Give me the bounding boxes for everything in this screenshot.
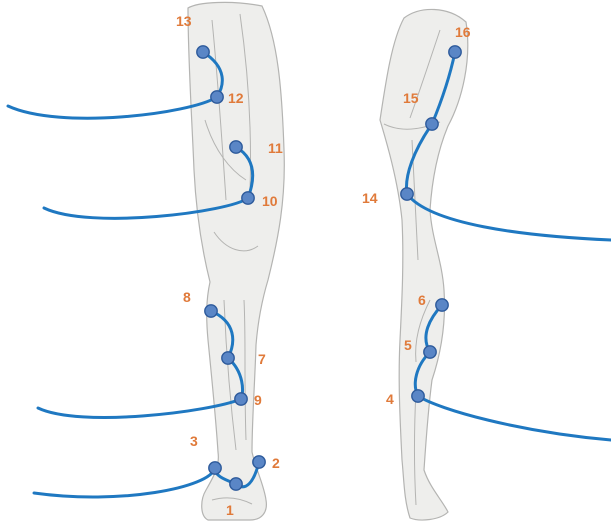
point-label-5: 5 bbox=[404, 337, 412, 353]
point-label-3: 3 bbox=[190, 433, 198, 449]
electrode-node-10 bbox=[242, 192, 254, 204]
point-label-2: 2 bbox=[272, 455, 280, 471]
electrode-node-3 bbox=[209, 462, 221, 474]
electrode-node-7 bbox=[222, 352, 234, 364]
electrode-node-16 bbox=[449, 46, 461, 58]
electrode-node-8 bbox=[205, 305, 217, 317]
electrode-node-14 bbox=[401, 188, 413, 200]
lead-wire-4-6 bbox=[415, 305, 611, 440]
point-label-14: 14 bbox=[362, 190, 378, 206]
point-label-15: 15 bbox=[403, 90, 419, 106]
front-leg-illustration bbox=[188, 2, 284, 520]
point-label-7: 7 bbox=[258, 351, 266, 367]
electrode-node-4 bbox=[412, 390, 424, 402]
point-label-6: 6 bbox=[418, 292, 426, 308]
point-label-11: 11 bbox=[268, 140, 283, 156]
electrode-node-1 bbox=[230, 478, 242, 490]
electrode-node-6 bbox=[436, 299, 448, 311]
point-label-13: 13 bbox=[176, 13, 192, 29]
point-label-16: 16 bbox=[455, 24, 471, 40]
electrode-node-12 bbox=[211, 91, 223, 103]
point-label-9: 9 bbox=[254, 392, 262, 408]
point-label-10: 10 bbox=[262, 193, 278, 209]
electrode-node-13 bbox=[197, 46, 209, 58]
point-label-8: 8 bbox=[183, 289, 191, 305]
electrode-node-15 bbox=[426, 118, 438, 130]
point-label-4: 4 bbox=[386, 391, 394, 407]
point-label-1: 1 bbox=[226, 502, 234, 518]
electrode-node-5 bbox=[424, 346, 436, 358]
electrode-node-11 bbox=[230, 141, 242, 153]
back-leg-illustration bbox=[380, 9, 468, 520]
electrode-node-2 bbox=[253, 456, 265, 468]
point-label-12: 12 bbox=[228, 90, 244, 106]
electrode-node-9 bbox=[235, 393, 247, 405]
